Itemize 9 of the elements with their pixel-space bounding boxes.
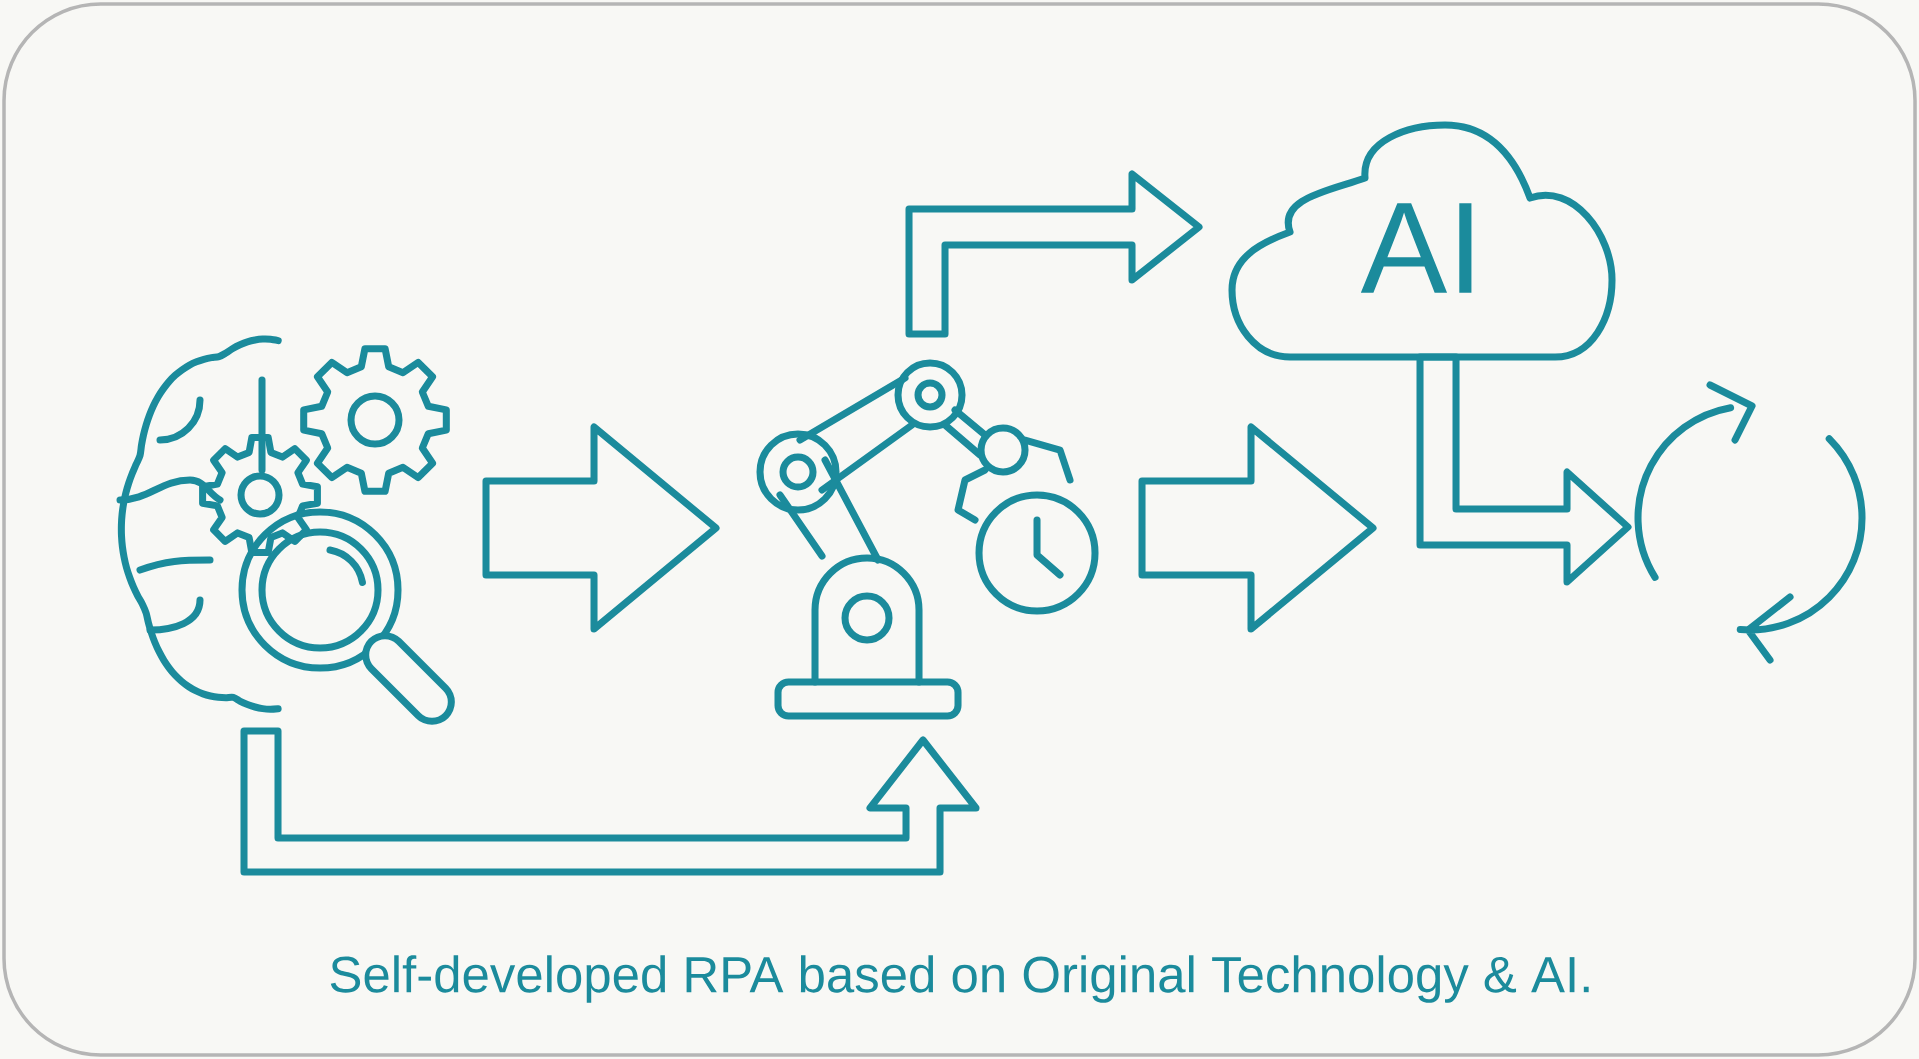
brain-drawing xyxy=(116,335,455,725)
hollow-arrow xyxy=(1138,423,1377,633)
hollow-arrow xyxy=(1416,353,1632,586)
hollow-arrow xyxy=(905,170,1203,338)
hollow-arrow xyxy=(482,423,720,633)
hollow-arrow xyxy=(240,727,980,876)
robot-arm-drawing xyxy=(756,359,1099,720)
caption: Self-developed RPA based on Original Technology & AI. xyxy=(330,955,1589,1003)
refresh-icon xyxy=(1634,381,1866,664)
